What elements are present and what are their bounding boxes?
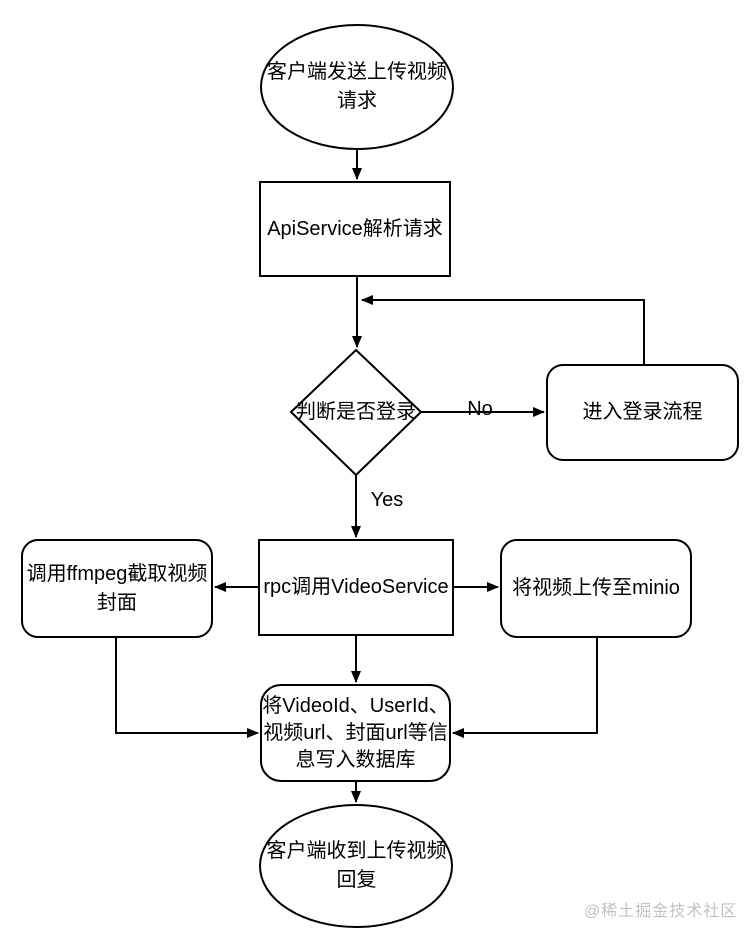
api-rect	[259, 181, 451, 277]
edge-ffmpeg-to-db	[115, 637, 259, 738]
edge-label-yes: Yes	[370, 489, 404, 511]
decision-node-label: 判断是否登录	[296, 401, 416, 423]
rpc-rect	[258, 539, 454, 636]
ffmpeg-node-label: 调用ffmpeg截取视频 封面	[26, 562, 208, 614]
end-ellipse	[259, 804, 453, 928]
db-rounded-rect	[260, 684, 451, 782]
edge-label-no: No	[467, 398, 493, 420]
rpc-node-label: rpc调用VideoService	[263, 576, 449, 598]
edge-minio-to-db	[452, 637, 598, 738]
ffmpeg-rounded-rect	[21, 539, 213, 638]
decision-diamond	[289, 348, 423, 477]
end-node-label: 客户端收到上传视频 回复	[266, 840, 447, 891]
minio-node-label: 将视频上传至minio	[512, 577, 680, 599]
minio-rounded-rect	[500, 539, 692, 638]
start-ellipse	[260, 24, 454, 150]
db-node-label: 将VideoId、UserId、 视频url、封面url等信 息写入数据库	[262, 694, 449, 771]
login-rounded-rect	[546, 364, 739, 461]
watermark: @稀土掘金技术社区	[584, 903, 738, 920]
api-node-label: ApiService解析请求	[267, 217, 443, 240]
edge-login-feedback	[361, 295, 645, 365]
login-node-label: 进入登录流程	[582, 401, 703, 423]
start-node-label: 客户端发送上传视频 请求	[267, 61, 447, 112]
